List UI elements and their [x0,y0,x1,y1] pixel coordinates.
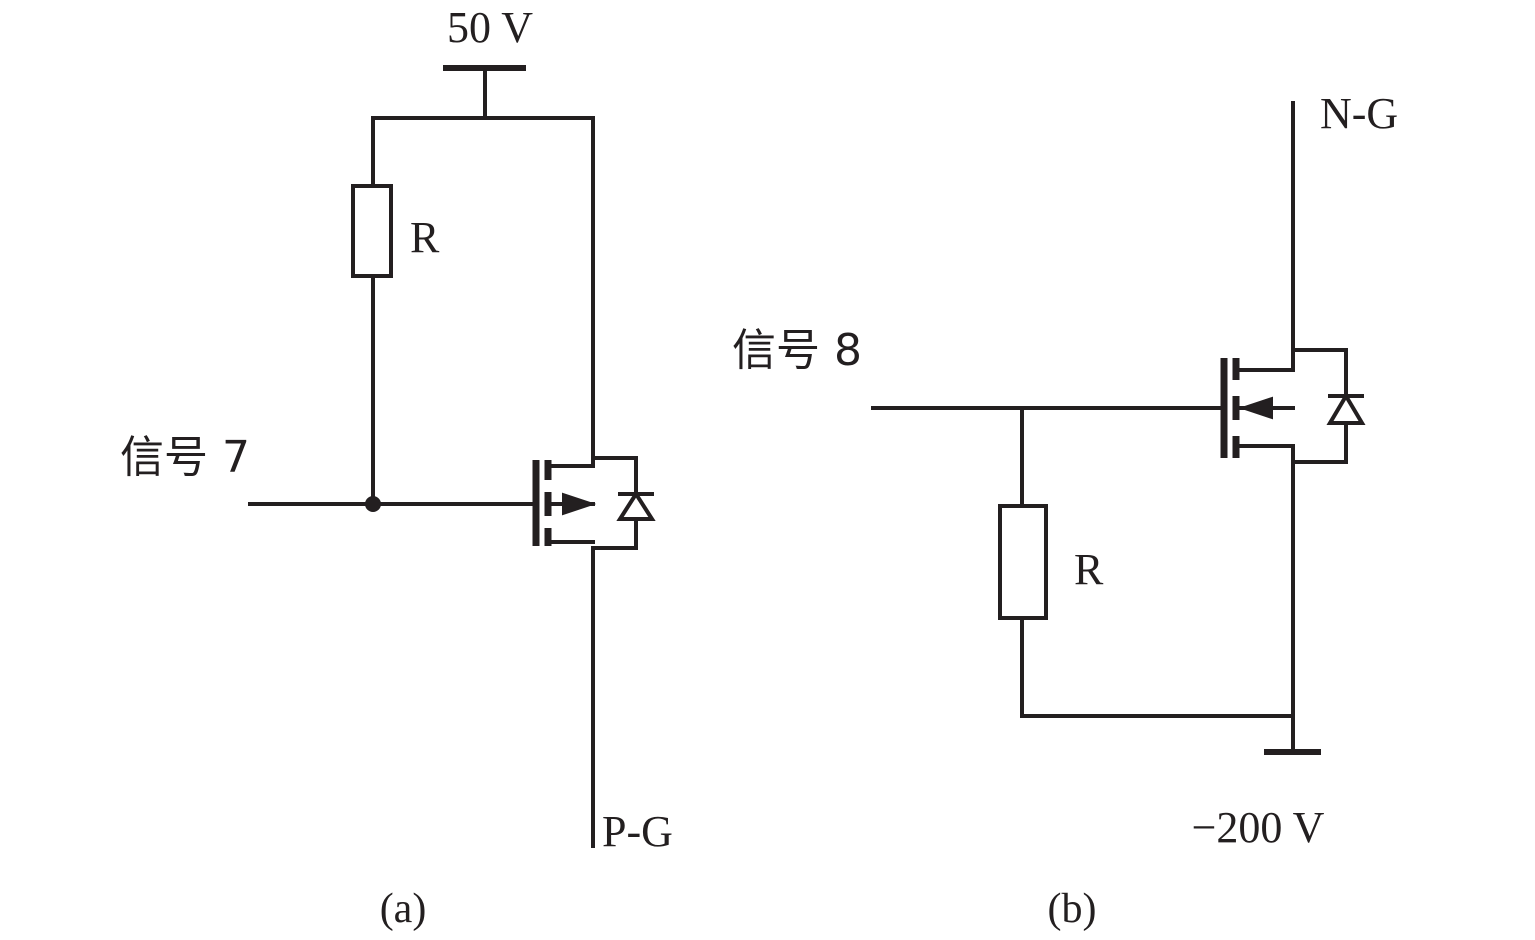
resistor-label-b: R [1074,545,1104,594]
caption-a: (a) [380,886,427,932]
signal-label-b: 信号 8 [732,325,862,376]
caption-b: (b) [1048,886,1097,932]
output-label-a: P-G [602,807,673,856]
output-label-b: N-G [1320,89,1398,138]
mosfet-a [532,456,656,550]
supply-label-a: 50 V [447,3,533,52]
resistor-b [998,504,1048,620]
resistor-label-a: R [410,213,440,262]
arrow-icon [562,492,597,516]
arrow-icon [1238,396,1273,420]
supply-label-b: −200 V [1192,803,1325,852]
resistor-a [351,184,393,278]
mosfet-b [1220,348,1366,464]
diode-icon [1326,392,1366,425]
circuit-a: 50 V R 信号 7 P-G [120,3,673,932]
signal-label-a: 信号 7 [120,432,250,483]
diode-icon [616,490,656,521]
circuit-b: N-G 信号 8 R [732,89,1398,932]
